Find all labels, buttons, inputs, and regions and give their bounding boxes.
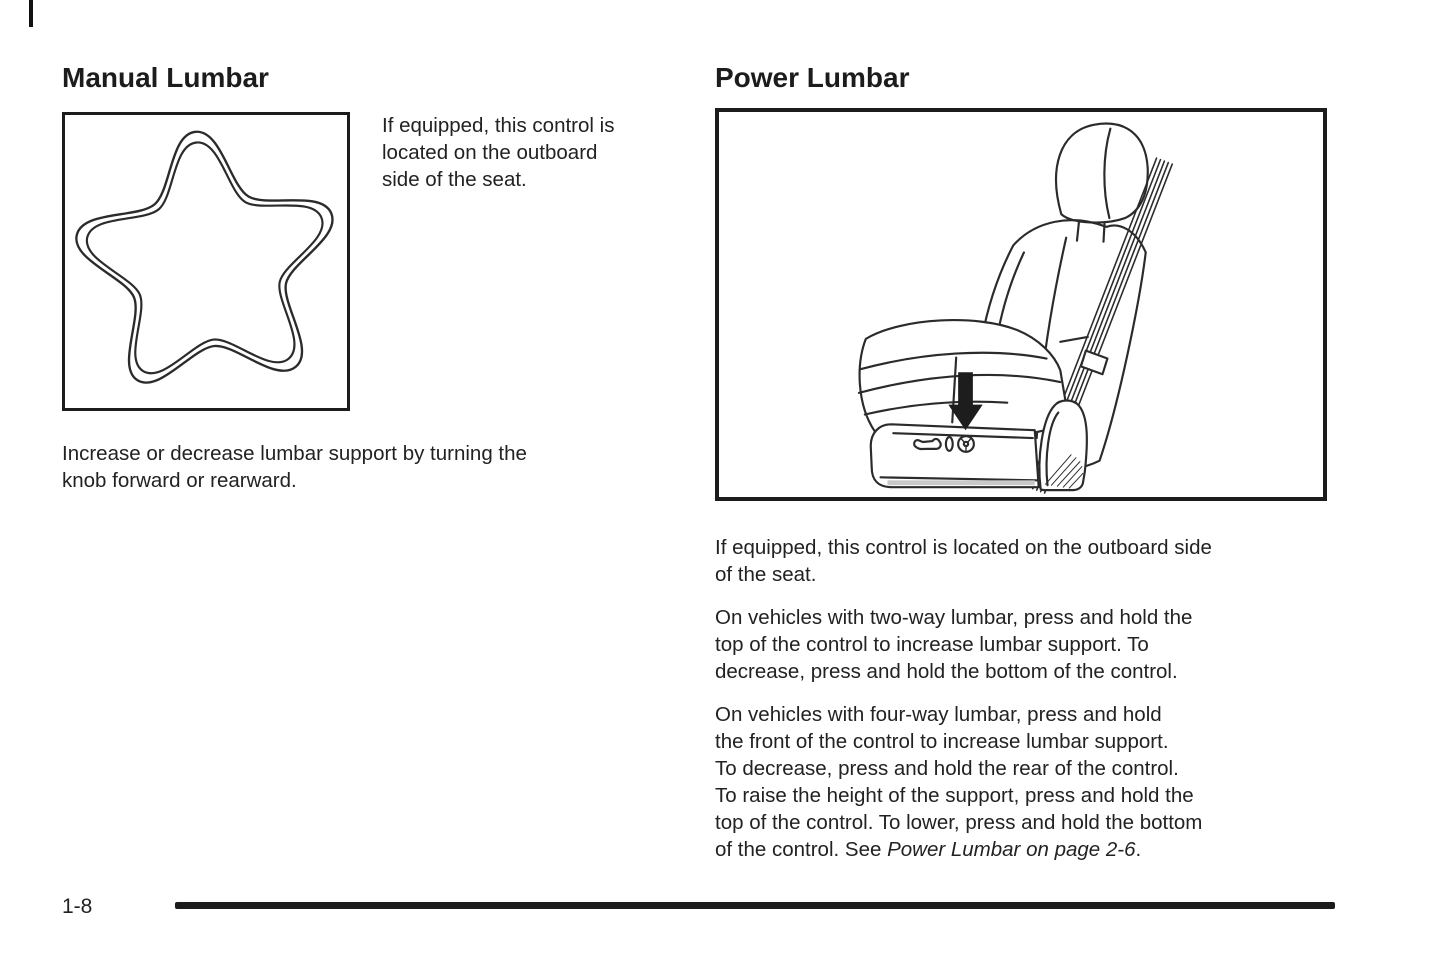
- seat-illustration: [857, 122, 1174, 494]
- paragraph-line: To raise the height of the support, pres…: [715, 784, 1194, 807]
- paragraph-line: top of the control. To lower, press and …: [715, 811, 1203, 834]
- belt-guide: [1079, 349, 1109, 376]
- manual-lumbar-body: Increase or decrease lumbar support by t…: [62, 440, 527, 494]
- paragraph-line: of the control. See Power Lumbar on page…: [715, 836, 1212, 863]
- recline-switch-icon: [944, 436, 954, 452]
- power-lumbar-body: If equipped, this control is located on …: [715, 534, 1212, 879]
- paragraph-line: On vehicles with two-way lumbar, press a…: [715, 606, 1193, 629]
- caption-line: side of the seat.: [382, 168, 527, 191]
- knob-inner-outline: [86, 141, 324, 375]
- paragraph-line: the front of the control to increase lum…: [715, 730, 1169, 753]
- body-line: Increase or decrease lumbar support by t…: [62, 442, 527, 465]
- power-lumbar-figure: [715, 108, 1327, 501]
- power-seat-switch-icon: [913, 437, 942, 451]
- caption-line: located on the outboard: [382, 141, 598, 164]
- knob-outer-outline: [75, 130, 334, 384]
- paragraph-line: decrease, press and hold the bottom of t…: [715, 660, 1178, 683]
- caption-line: If equipped, this control is: [382, 114, 615, 137]
- paragraph-line: top of the control to increase lumbar su…: [715, 633, 1149, 656]
- paragraph: On vehicles with four-way lumbar, press …: [715, 701, 1212, 863]
- page-edge-mark: [29, 0, 33, 27]
- cross-reference: Power Lumbar on page 2-6: [887, 838, 1136, 861]
- manual-lumbar-caption: If equipped, this control is located on …: [382, 112, 614, 193]
- paragraph: On vehicles with two-way lumbar, press a…: [715, 604, 1212, 685]
- paragraph-text: of the control. See: [715, 838, 888, 861]
- page-number: 1-8: [62, 895, 93, 918]
- paragraph-line: To decrease, press and hold the rear of …: [715, 757, 1179, 780]
- headrest: [1055, 122, 1149, 243]
- seat-base: [869, 423, 1040, 489]
- lumbar-control-knob: [957, 435, 975, 453]
- paragraph-text: .: [1135, 838, 1142, 861]
- paragraph: If equipped, this control is located on …: [715, 534, 1212, 588]
- power-lumbar-heading: Power Lumbar: [715, 62, 910, 93]
- body-line: knob forward or rearward.: [62, 469, 297, 492]
- down-arrow-icon: [948, 372, 983, 431]
- paragraph-line: If equipped, this control is located on …: [715, 536, 1212, 559]
- knob-illustration: [75, 130, 334, 384]
- manual-lumbar-heading: Manual Lumbar: [62, 62, 269, 93]
- footer-rule: [175, 902, 1335, 909]
- manual-lumbar-figure: [62, 112, 350, 411]
- seat-rear-bracket: [1038, 399, 1088, 492]
- paragraph-line: of the seat.: [715, 563, 817, 586]
- paragraph-line: On vehicles with four-way lumbar, press …: [715, 703, 1162, 726]
